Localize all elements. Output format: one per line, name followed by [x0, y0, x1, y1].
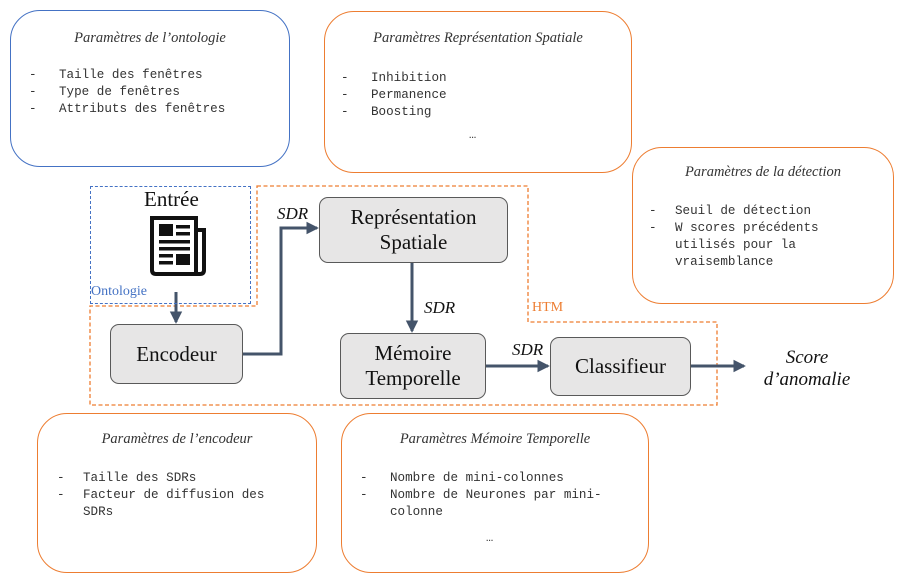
list-item: Permanence — [341, 87, 447, 104]
spatial-params-title: Paramètres Représentation Spatiale — [373, 30, 583, 46]
input-label: Entrée — [144, 187, 199, 211]
list-item: Taille des SDRs — [57, 470, 297, 487]
list-item: Type de fenêtres — [29, 84, 225, 101]
list-item: Inhibition — [341, 70, 447, 87]
list-item: Boosting — [341, 104, 447, 121]
spatial-params-list: Inhibition Permanence Boosting — [341, 70, 447, 121]
list-item: Taille des fenêtres — [29, 67, 225, 84]
detection-params-list: Seuil de détection W scores précédents u… — [649, 203, 879, 271]
spatial-params-ellipsis: … — [469, 128, 477, 142]
spatial-params-panel: Paramètres Représentation Spatiale Inhib… — [324, 11, 632, 173]
list-item: W scores précédents utilisés pour la vra… — [649, 220, 879, 271]
list-item: Nombre de mini-colonnes — [360, 470, 635, 487]
temporal-params-ellipsis: … — [486, 531, 494, 545]
temporelle-node: Mémoire Temporelle — [340, 333, 486, 399]
ontology-region — [90, 186, 251, 304]
ontology-params-list: Taille des fenêtres Type de fenêtres Att… — [29, 67, 225, 118]
list-item: Facteur de diffusion des SDRs — [57, 487, 297, 521]
classifieur-node: Classifieur — [550, 337, 691, 396]
encoder-params-panel: Paramètres de l’encodeur Taille des SDRs… — [37, 413, 317, 573]
temporal-params-panel: Paramètres Mémoire Temporelle Nombre de … — [341, 413, 649, 573]
encodeur-node: Encodeur — [110, 324, 243, 384]
encoder-params-title: Paramètres de l’encodeur — [101, 431, 253, 447]
anomaly-score-output: Score d’anomalie — [763, 347, 851, 390]
htm-boundary — [89, 185, 718, 406]
ontology-params-title: Paramètres de l’ontologie — [74, 30, 226, 46]
ontology-label: Ontologie — [91, 284, 147, 299]
sdr-label-encoder-out: SDR — [277, 204, 309, 223]
detection-params-panel: Paramètres de la détection Seuil de déte… — [632, 147, 894, 304]
detection-params-title: Paramètres de la détection — [684, 164, 842, 180]
spatiale-node: Représentation Spatiale — [319, 197, 508, 263]
sdr-label-spatial-out: SDR — [424, 298, 456, 317]
ontology-params-panel: Paramètres de l’ontologie Taille des fen… — [10, 10, 290, 167]
list-item: Attributs des fenêtres — [29, 101, 225, 118]
temporal-params-list: Nombre de mini-colonnes Nombre de Neuron… — [360, 470, 635, 521]
htm-label: HTM — [532, 300, 564, 315]
list-item: Nombre de Neurones par mini-colonne — [360, 487, 635, 521]
encoder-params-list: Taille des SDRs Facteur de diffusion des… — [57, 470, 297, 521]
sdr-label-temporal-out: SDR — [512, 340, 544, 359]
newspaper-icon — [150, 216, 206, 276]
list-item: Seuil de détection — [649, 203, 879, 220]
temporal-params-title: Paramètres Mémoire Temporelle — [399, 431, 591, 447]
arrow-encodeur-to-spatiale — [243, 221, 319, 356]
